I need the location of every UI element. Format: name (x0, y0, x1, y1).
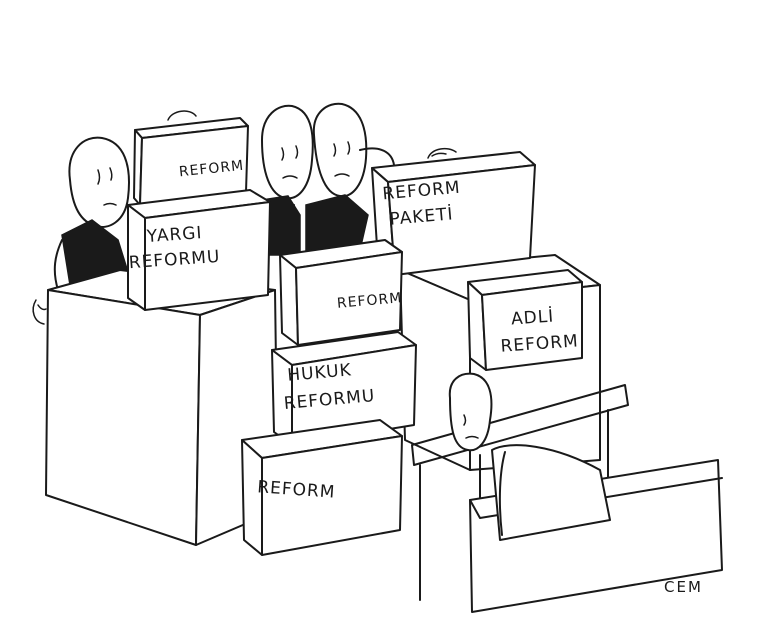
box-label-yargi: YARGI (145, 223, 203, 247)
judge-right (305, 102, 395, 251)
box-reform-bottom: REFORM (241, 419, 403, 556)
box-hukuk-reformu: HUKUK REFORMU (271, 331, 417, 446)
judges-bench (32, 269, 279, 546)
artist-signature: CEM (664, 578, 703, 596)
judge-middle (261, 104, 314, 256)
box-label-reform-middle: REFORM (336, 290, 403, 312)
judge-left (53, 136, 134, 291)
box-label-reform-top: REFORM (178, 158, 245, 181)
defendant (448, 372, 611, 541)
box-yargi-reformu: YARGI REFORMU (127, 189, 271, 311)
box-reform-paketi: REFORM PAKETİ (371, 147, 536, 276)
box-adli-reform: ADLİ REFORM (467, 269, 583, 371)
box-label-adli: ADLİ (510, 306, 555, 330)
box-reform-top: REFORM (133, 110, 249, 206)
box-reform-middle: REFORM (279, 239, 403, 346)
